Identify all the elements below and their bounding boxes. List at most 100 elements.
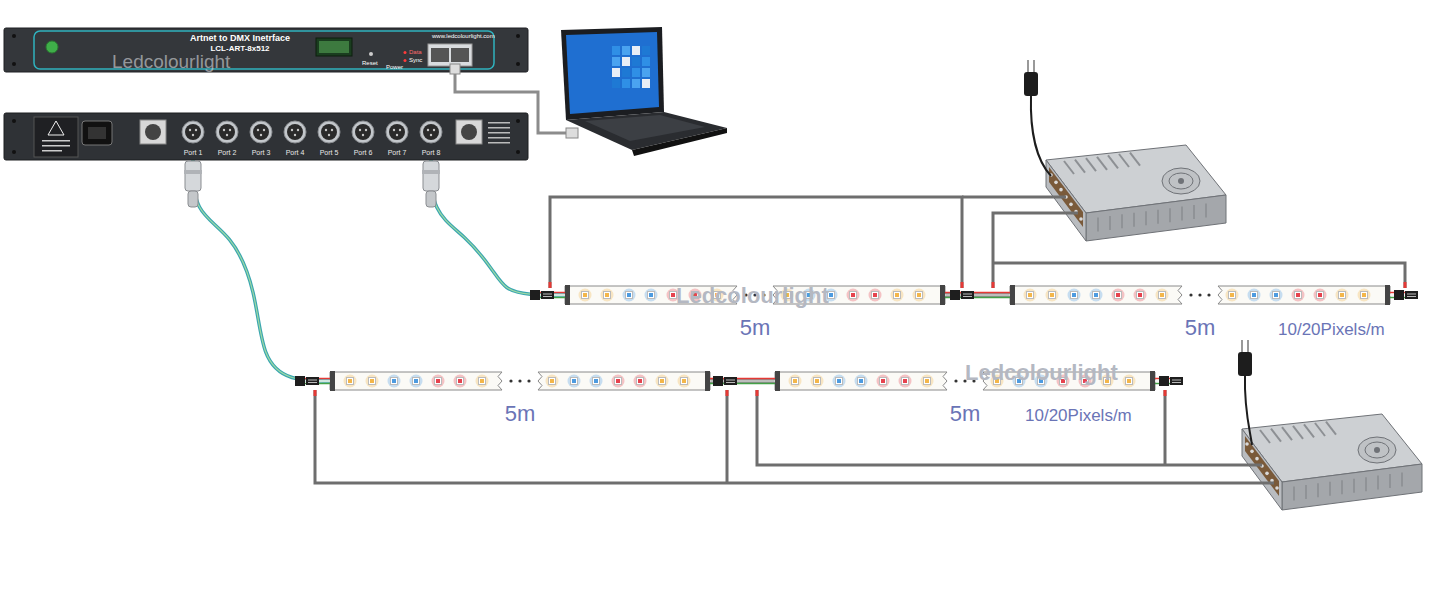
- connector-slot: [543, 296, 552, 297]
- led-die: [414, 379, 418, 383]
- ethernet-jack: [431, 48, 449, 62]
- vent-slot: [1341, 480, 1343, 494]
- led-glow: [388, 375, 401, 388]
- screen-tile: [632, 79, 640, 88]
- led-strip-art: [1010, 285, 1390, 305]
- power-inlet: [82, 121, 112, 145]
- xlr-pin: [433, 129, 435, 131]
- fan-ring: [1365, 442, 1389, 458]
- led-glow: [847, 289, 860, 302]
- dmx-thru: [456, 120, 482, 144]
- led-chip: [1339, 292, 1346, 299]
- mount-hole: [516, 150, 520, 154]
- led-chip: [637, 378, 644, 385]
- power-supply: [1242, 414, 1422, 510]
- led-chip: [814, 378, 821, 385]
- led-chip: [549, 378, 556, 385]
- led-glow: [366, 375, 379, 388]
- led-glow: [344, 375, 357, 388]
- front-panel: [4, 28, 528, 72]
- led-glow: [432, 375, 445, 388]
- xlr-socket-inner: [423, 124, 439, 140]
- led-glow: [1226, 289, 1239, 302]
- led-die: [594, 379, 598, 383]
- psu-front: [1086, 195, 1226, 241]
- length-label: 5m: [950, 402, 981, 426]
- terminal-screw: [1079, 217, 1083, 221]
- inlet-socket: [88, 127, 106, 139]
- led-chip: [1295, 292, 1302, 299]
- port-label: Port 4: [286, 149, 305, 157]
- supply-wire: [993, 213, 1078, 288]
- led-die: [1362, 293, 1366, 297]
- screen-tile: [622, 68, 630, 77]
- led-chip: [1027, 292, 1034, 299]
- power-supply: [1046, 145, 1226, 241]
- sync-led: [404, 59, 407, 62]
- led-chip: [872, 292, 879, 299]
- led-die: [903, 379, 907, 383]
- led-chip: [836, 378, 843, 385]
- connector-slot: [308, 382, 317, 383]
- led-die: [837, 379, 841, 383]
- xlr-socket-inner: [185, 124, 201, 140]
- psu-side: [1242, 429, 1282, 510]
- led-glow: [454, 375, 467, 388]
- power-wire: [993, 263, 1405, 288]
- vent-slot: [1064, 161, 1074, 174]
- strip-half: [330, 372, 502, 390]
- xlr-socket: [318, 121, 340, 143]
- vent-slot: [1293, 486, 1295, 500]
- xlr-socket-inner: [219, 124, 235, 140]
- sticker-line: [42, 140, 70, 142]
- led-die: [1116, 293, 1120, 297]
- led-glow: [678, 375, 691, 388]
- xlr-pin: [362, 134, 364, 136]
- led-die: [392, 379, 396, 383]
- device-title: Artnet to DMX Inetrface: [190, 34, 290, 44]
- led-chip: [479, 378, 486, 385]
- led-chip: [850, 292, 857, 299]
- dmx-port: Port 6: [347, 118, 379, 160]
- led-chip: [902, 378, 909, 385]
- connector-slot: [726, 382, 735, 383]
- led-die: [829, 293, 833, 297]
- led-chip: [670, 292, 677, 299]
- warning-triangle: [48, 121, 64, 135]
- led-glow: [1336, 289, 1349, 302]
- led-chip: [1049, 292, 1056, 299]
- sticker-line: [42, 145, 70, 147]
- xlr-plug: [185, 161, 201, 191]
- wire-tip: [961, 282, 964, 288]
- terminal-screw: [1275, 486, 1279, 490]
- led-chip: [604, 292, 611, 299]
- vent-slot: [1121, 214, 1123, 228]
- dmx-port: Port 5: [313, 118, 345, 160]
- led-die: [671, 293, 675, 297]
- led-chip: [1273, 292, 1280, 299]
- xlr-pin: [294, 134, 296, 136]
- mount-hole: [12, 34, 16, 38]
- break-dot: [527, 379, 530, 382]
- laptop-edge: [632, 128, 727, 156]
- vent-slot: [1329, 482, 1331, 496]
- supply-wire: [757, 390, 1262, 465]
- led-chip: [792, 378, 799, 385]
- panel-outline: [34, 31, 494, 69]
- led-glow: [869, 289, 882, 302]
- led-glow: [1156, 289, 1169, 302]
- dmx-port: Port 4: [279, 118, 311, 160]
- indicator-label: Sync: [409, 57, 422, 64]
- led-die: [1094, 293, 1098, 297]
- led-die: [370, 379, 374, 383]
- led-die: [436, 379, 440, 383]
- mount-hole: [12, 150, 16, 154]
- power-wire: [962, 197, 1066, 198]
- mount-hole: [516, 34, 520, 38]
- led-die: [572, 379, 576, 383]
- port-label: Port 2: [218, 149, 237, 157]
- led-strip-art: [330, 371, 710, 391]
- xlr-socket-inner: [287, 124, 303, 140]
- vent-slot: [1401, 473, 1403, 487]
- led-glow: [1292, 289, 1305, 302]
